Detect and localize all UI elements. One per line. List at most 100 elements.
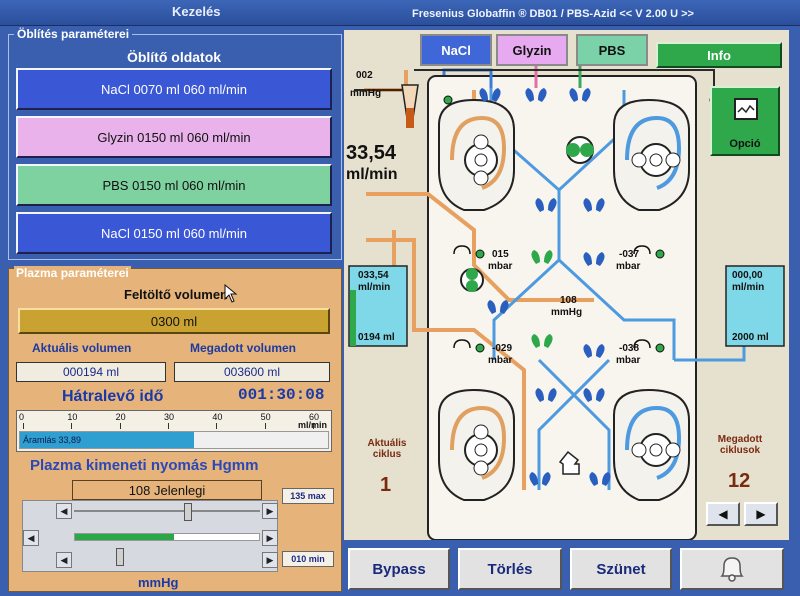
pressure-right-button[interactable]: ▶ <box>262 530 278 546</box>
fill-volume-label: Feltöltő volumen <box>124 287 228 302</box>
green-valves <box>531 250 553 348</box>
max-slider-track[interactable] <box>74 510 260 512</box>
top-pressure-unit: mmHg <box>350 88 382 99</box>
rinse-button-2[interactable]: Glyzin 0150 ml 060 ml/min <box>16 116 332 158</box>
pressure-connectors <box>453 245 651 349</box>
left-tank-volume: 0194 ml <box>358 332 395 343</box>
rinse-subtitle: Öblítő oldatok <box>126 49 222 65</box>
actual-volume-label: Aktuális volumen <box>32 341 132 355</box>
flow-tick-mark <box>71 423 73 429</box>
pressure-min-field: 010 min <box>282 551 334 567</box>
pressure-max-field: 135 max <box>282 488 334 504</box>
min-slider-thumb[interactable] <box>116 548 124 566</box>
flow-tick-mark <box>119 423 121 429</box>
pressure-left-button[interactable]: ◀ <box>23 530 39 546</box>
circuit-diagram-svg <box>348 60 785 540</box>
mouse-cursor-icon <box>224 284 238 303</box>
flow-tick-mark <box>216 423 218 429</box>
pump-bottom-right <box>613 388 690 501</box>
target-volume-field: 003600 ml <box>174 362 330 382</box>
pressure-p1-unit: mbar <box>488 261 513 272</box>
flow-scale-unit: ml/min <box>297 420 327 430</box>
actual-cycle-label: Aktuális ciklus <box>367 438 407 460</box>
left-tank-rate-unit: ml/min <box>358 282 391 293</box>
min-slider-left-button[interactable]: ◀ <box>56 552 72 568</box>
source-tab-3[interactable]: PBS <box>576 34 648 66</box>
bypass-label: Bypass <box>372 560 426 578</box>
rinse-button-label: NaCl 0150 ml 060 ml/min <box>101 225 247 241</box>
orange-line-c <box>366 238 526 490</box>
right-tank <box>725 265 785 347</box>
remaining-time-value: 001:30:08 <box>238 386 325 404</box>
blue-line-e <box>537 358 611 490</box>
flow-tick-label: 40 <box>212 412 223 422</box>
circuit-diagram: 002 mmHg 33,54 ml/min 033,54 ml/min 0194… <box>344 30 789 540</box>
pressure-max-value: 135 max <box>290 491 326 501</box>
source-tab-2[interactable]: Glyzin <box>496 34 568 66</box>
blue-line-c <box>557 258 676 360</box>
clear-button[interactable]: Törlés <box>458 548 562 590</box>
rinse-button-label: NaCl 0070 ml 060 ml/min <box>101 81 247 97</box>
pause-button[interactable]: Szünet <box>570 548 672 590</box>
drip-chamber <box>401 84 419 128</box>
cycle-left-button[interactable]: ◀ <box>706 502 740 526</box>
pressure-current-field: 108 Jelenlegi <box>72 480 262 500</box>
valves <box>479 88 611 486</box>
max-slider-left-button[interactable]: ◀ <box>56 503 72 519</box>
flow-tick-label: 50 <box>260 412 271 422</box>
pressure-p4-unit: mbar <box>616 355 641 366</box>
source-tab-1[interactable]: NaCl <box>420 34 492 66</box>
left-tank-level <box>350 290 356 346</box>
cycle-right-button[interactable]: ▶ <box>744 502 778 526</box>
flow-tick-label: 10 <box>67 412 78 422</box>
title-bar: Kezelés Fresenius Globaffin ® DB01 / PBS… <box>0 0 800 26</box>
info-button[interactable]: Info <box>656 42 782 68</box>
pause-label: Szünet <box>596 560 646 578</box>
flow-tick-label: 20 <box>115 412 126 422</box>
pressure-p4: -038 <box>619 343 640 354</box>
left-tank-rate: 033,54 <box>358 270 389 281</box>
right-tank-rate-unit: ml/min <box>732 282 765 293</box>
source-tab-label: PBS <box>598 42 626 58</box>
fill-volume-value: 0300 ml <box>150 313 198 329</box>
pressure-min-value: 010 min <box>291 554 325 564</box>
rinse-button-1[interactable]: NaCl 0070 ml 060 ml/min <box>16 68 332 110</box>
fill-volume-field[interactable]: 0300 ml <box>18 308 330 334</box>
target-volume-label: Megadott volumen <box>190 341 297 355</box>
max-slider-right-button[interactable]: ▶ <box>262 503 278 519</box>
flow-bar-track: Áramlás 33,89 <box>19 431 329 449</box>
flow-value: 33,54 <box>346 142 397 164</box>
min-slider-right-button[interactable]: ▶ <box>262 552 278 568</box>
source-tab-label: Glyzin <box>512 42 552 58</box>
flow-tick-label: 30 <box>164 412 175 422</box>
option-button[interactable]: Opció <box>710 86 780 156</box>
pump-bottom-left <box>438 388 515 501</box>
source-tab-label: NaCl <box>441 42 471 58</box>
flow-tick-mark <box>313 423 314 429</box>
clear-label: Törlés <box>487 560 533 578</box>
pressure-title: Plazma kimeneti nyomás Hgmm <box>30 457 259 474</box>
target-cycle-label: Megadott ciklusok <box>717 434 763 456</box>
flow-tick-mark <box>168 423 169 429</box>
max-slider-thumb[interactable] <box>184 503 192 521</box>
info-button-label: Info <box>707 47 731 63</box>
flow-value-unit: ml/min <box>346 166 398 183</box>
option-icon <box>734 98 758 120</box>
alarm-button[interactable] <box>680 548 784 590</box>
pressure-p2: -037 <box>619 249 640 260</box>
blue-line-b <box>492 190 561 360</box>
rinse-legend: Öblítés paraméterei <box>14 27 133 41</box>
flow-tick-mark <box>23 423 24 429</box>
pressure-unit: mmHg <box>138 575 179 590</box>
rinse-panel <box>8 34 342 260</box>
flow-bar-label: Áramlás 33,89 <box>23 435 82 445</box>
rinse-button-3[interactable]: PBS 0150 ml 060 ml/min <box>16 164 332 206</box>
pressure-p3-unit: mbar <box>488 355 513 366</box>
remaining-time-label: Hátralevő idő <box>62 388 164 405</box>
bypass-button[interactable]: Bypass <box>348 548 450 590</box>
cassette-home-icon <box>558 450 580 475</box>
rinse-button-4[interactable]: NaCl 0150 ml 060 ml/min <box>16 212 332 254</box>
pump-top-left <box>438 98 515 211</box>
pressure-bar-track <box>74 533 260 541</box>
